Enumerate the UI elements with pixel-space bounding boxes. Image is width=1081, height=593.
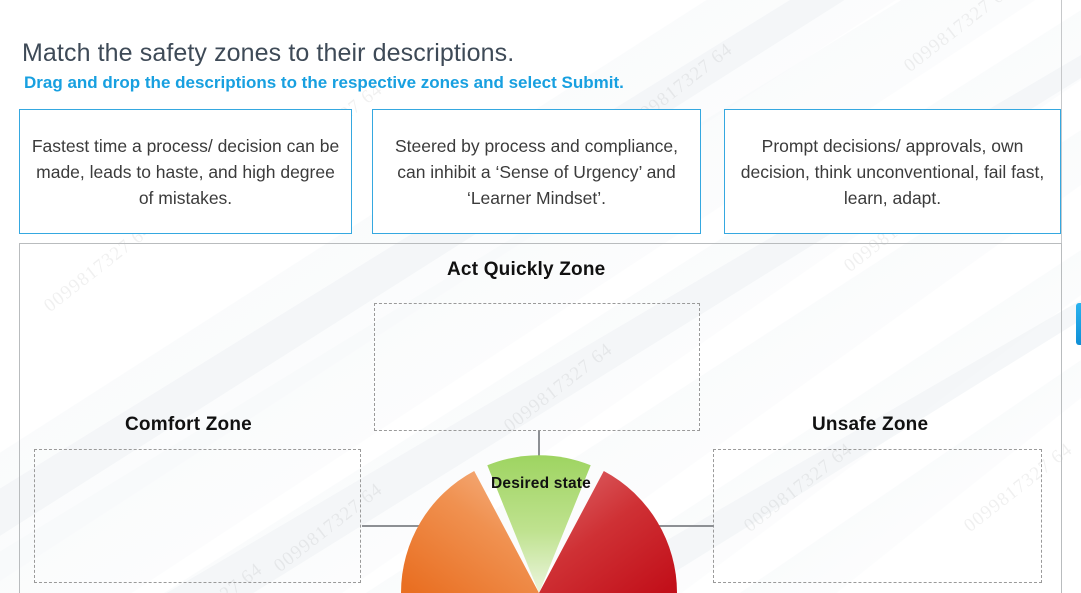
side-panel-handle[interactable] (1076, 303, 1081, 345)
dropzone-act-quickly[interactable] (374, 303, 700, 431)
dropzone-unsafe[interactable] (713, 449, 1042, 583)
page-title: Match the safety zones to their descript… (22, 38, 515, 67)
instruction-text: Drag and drop the descriptions to the re… (24, 73, 624, 92)
dropzone-comfort[interactable] (34, 449, 361, 583)
description-card[interactable]: Prompt decisions/ approvals, own decisio… (724, 109, 1061, 234)
description-card[interactable]: Fastest time a process/ decision can be … (19, 109, 352, 234)
safety-zone-gauge (400, 455, 678, 593)
zone-label-comfort: Comfort Zone (125, 414, 252, 435)
zone-label-act-quickly: Act Quickly Zone (447, 259, 606, 280)
description-card[interactable]: Steered by process and compliance, can i… (372, 109, 701, 234)
gauge-center-label: Desired state (491, 475, 591, 492)
zone-label-unsafe: Unsafe Zone (812, 414, 929, 435)
